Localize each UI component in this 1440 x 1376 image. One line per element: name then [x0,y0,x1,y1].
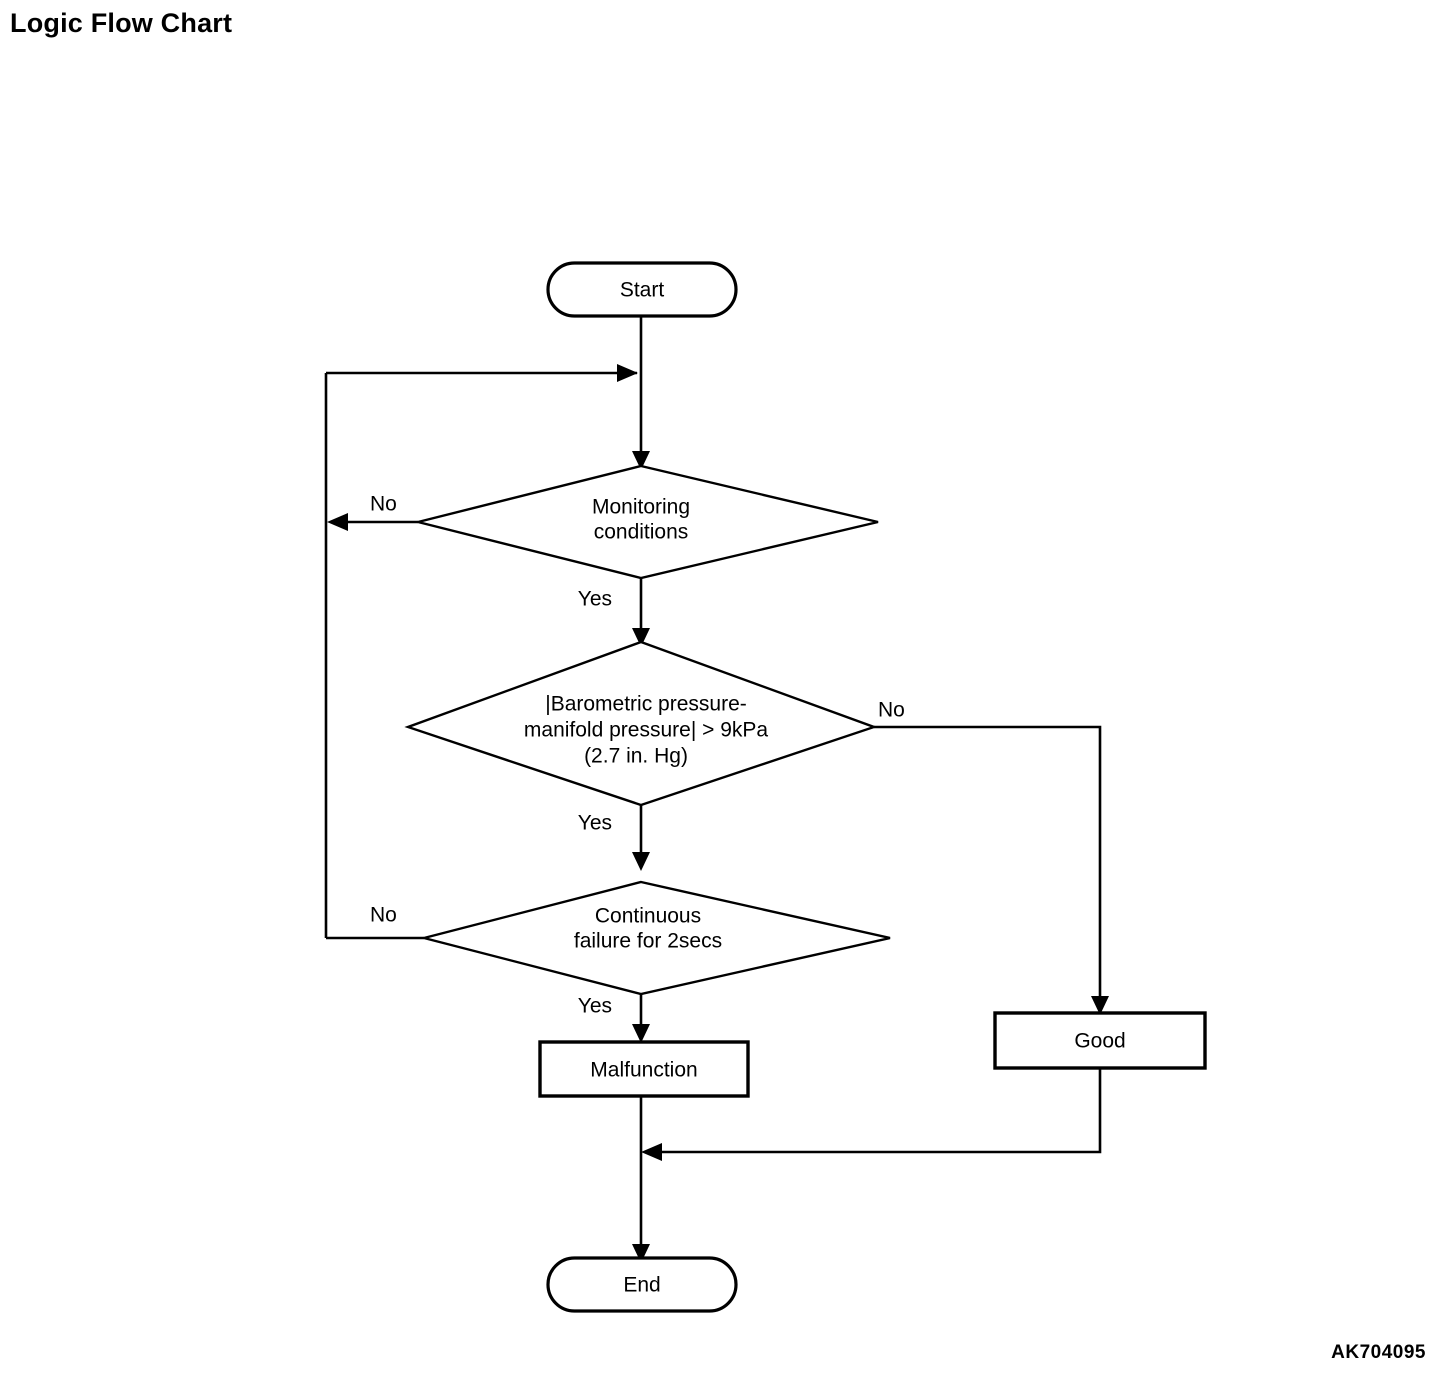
edge-monitoring-no [327,513,418,531]
arrowhead-left-feedback [327,513,348,531]
arrowhead-down-continuous [632,852,650,871]
edge-pressure-yes [632,805,650,871]
node-barometric-pressure[interactable]: |Barometric pressure- manifold pressure|… [404,640,878,807]
node-pressure-label-line1: |Barometric pressure- [545,693,747,716]
node-malfunction-label: Malfunction [590,1059,697,1082]
node-good[interactable]: Good [993,1011,1207,1070]
arrowhead-right-trunk [617,364,638,382]
edge-good-to-end [641,1068,1102,1161]
node-continuous-failure[interactable]: Continuous failure for 2secs [423,880,891,996]
node-continuous-label-line1: Continuous [595,905,701,928]
node-pressure-label-line3: (2.7 in. Hg) [584,745,688,768]
edge-continuous-yes [632,994,650,1043]
arrowhead-down-malfunction [632,1024,650,1043]
node-end[interactable]: End [546,1256,738,1313]
edge-feedback-loop [324,364,638,938]
edge-label-pressure-no: No [878,699,905,722]
node-end-label: End [623,1274,660,1297]
edge-label-continuous-yes: Yes [578,995,612,1018]
edge-label-pressure-yes: Yes [578,812,612,835]
edge-label-continuous-no: No [370,904,397,927]
node-monitoring-label-line1: Monitoring [592,496,690,519]
node-good-label: Good [1074,1030,1125,1053]
node-pressure-label-line2: manifold pressure| > 9kPa [524,719,768,742]
edge-label-monitoring-no: No [370,493,397,516]
page-title: Logic Flow Chart [10,8,233,38]
edge-malfunction-to-end [632,1096,650,1263]
edge-label-monitoring-yes: Yes [578,588,612,611]
edge-start-to-monitoring [632,316,650,470]
reference-code: AK704095 [1331,1342,1426,1363]
node-start-label: Start [620,279,665,302]
arrowhead-down-pressure [632,628,650,647]
edge-pressure-no [874,725,1109,1015]
arrowhead-left-trunk-end [641,1143,662,1161]
edge-monitoring-yes [632,578,650,647]
node-continuous-label-line2: failure for 2secs [574,930,722,953]
node-malfunction[interactable]: Malfunction [538,1040,750,1098]
arrowhead-down-monitoring [632,451,650,470]
arrowhead-down-good [1091,996,1109,1015]
node-monitoring-label-line2: conditions [594,521,689,544]
arrowhead-down-end [632,1244,650,1263]
node-start[interactable]: Start [546,261,738,318]
node-monitoring-conditions[interactable]: Monitoring conditions [417,464,879,580]
